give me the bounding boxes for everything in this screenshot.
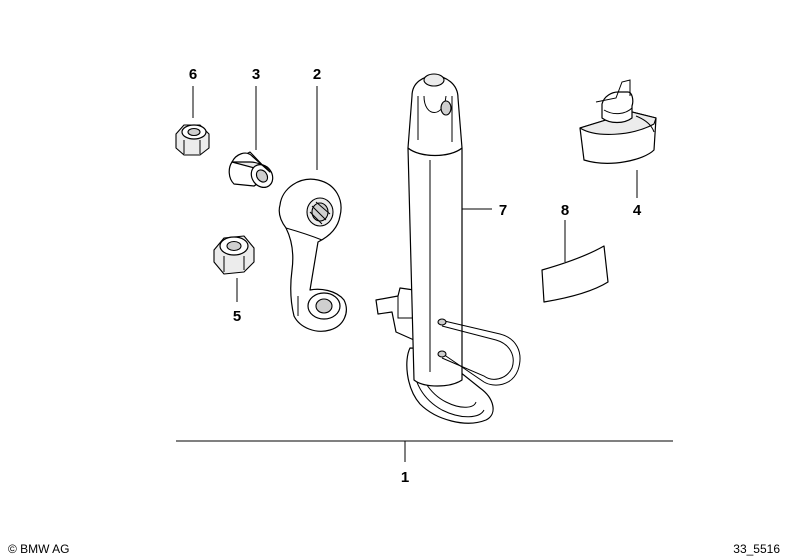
callout-2: 2 [313,66,321,83]
part-4-buffer[interactable] [579,79,657,164]
callout-1: 1 [401,469,409,486]
copyright-text: © BMW AG [8,542,70,556]
callout-8: 8 [561,202,569,219]
callout-5: 5 [233,308,241,325]
part-2-lever[interactable] [278,178,347,332]
part-7-side-stand[interactable] [375,73,521,424]
callout-4: 4 [633,202,642,219]
part-6-nut[interactable] [175,124,210,156]
callout-3: 3 [252,66,260,83]
part-5-nut[interactable] [213,235,255,275]
part-3-bushing[interactable] [228,151,277,192]
diagram-id: 33_5516 [733,542,780,556]
callout-6: 6 [189,66,197,83]
part-8-label[interactable] [541,245,609,303]
callout-7: 7 [499,202,507,219]
